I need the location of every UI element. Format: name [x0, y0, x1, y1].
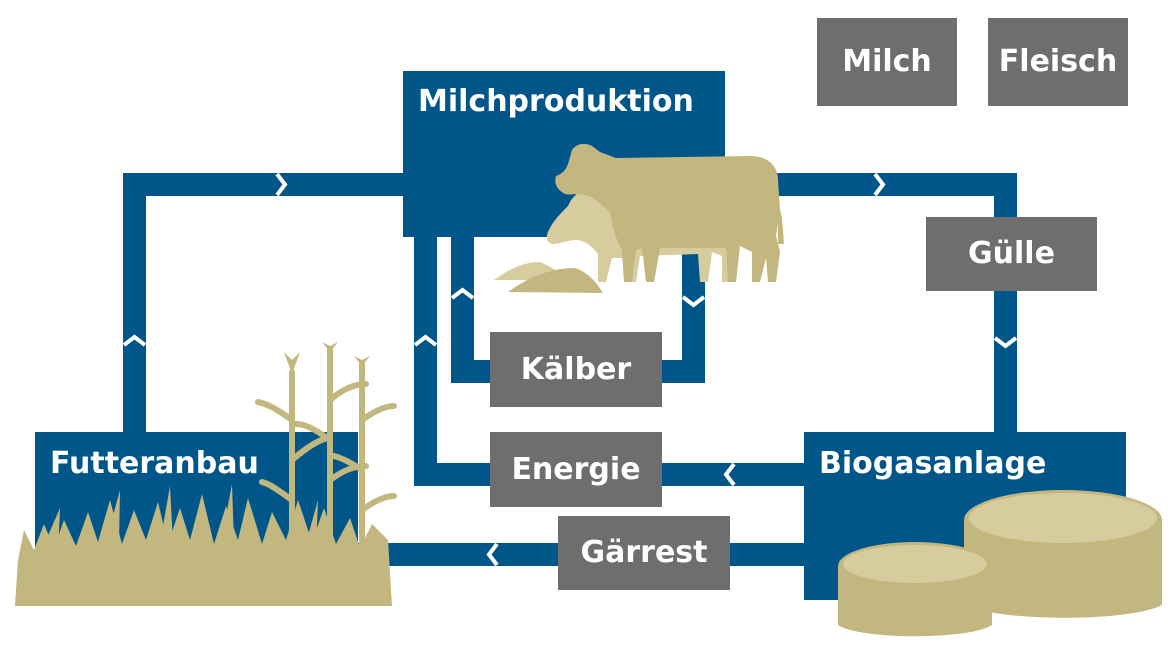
- biogasanlage-label: Biogasanlage: [819, 446, 1047, 481]
- guelle-label: Gülle: [968, 236, 1055, 271]
- pipe-kaelber-left: [451, 236, 474, 383]
- pipe-left-vertical: [123, 173, 146, 435]
- biogas-tank-icon: [838, 490, 1162, 637]
- feed-pile-icon: [494, 262, 603, 293]
- pipe-right-vertical: [994, 173, 1017, 435]
- cow-icon: [546, 143, 784, 282]
- flow-chevron-icon: [486, 542, 499, 567]
- guelle-box: [926, 217, 1097, 291]
- flow-chevron-icon: [450, 287, 475, 300]
- flow-chevron-icon: [873, 172, 886, 197]
- fleisch-box: [988, 18, 1128, 106]
- flow-chevron-icon: [413, 334, 438, 347]
- pipe-top-right: [724, 173, 1017, 196]
- energie-box: [490, 432, 662, 507]
- kaelber-label: Kälber: [520, 352, 632, 387]
- corn-tassel-icon: [284, 342, 370, 374]
- flow-chevron-icon: [993, 336, 1018, 349]
- kaelber-box: [490, 332, 662, 407]
- gaerrest-box: [558, 516, 730, 590]
- fleisch-label: Fleisch: [998, 44, 1118, 79]
- futteranbau-label: Futteranbau: [50, 446, 259, 481]
- flow-chevron-icon: [275, 172, 288, 197]
- flow-chevron-icon: [122, 334, 147, 347]
- energie-label: Energie: [511, 452, 641, 487]
- flow-chevrons: [122, 172, 1018, 567]
- flow-chevron-icon: [723, 462, 736, 487]
- corn-plant-icon: [255, 347, 397, 563]
- milch-label: Milch: [842, 44, 932, 79]
- pipe-energie-vertical: [414, 236, 437, 486]
- pipe-top-left: [123, 173, 408, 196]
- flow-chevron-icon: [681, 295, 706, 308]
- milchproduktion-label: Milchproduktion: [418, 84, 694, 119]
- grass-icon: [15, 484, 392, 606]
- gaerrest-label: Gärrest: [580, 535, 708, 570]
- milch-box: [817, 18, 957, 106]
- pipe-kaelber-right: [682, 236, 705, 383]
